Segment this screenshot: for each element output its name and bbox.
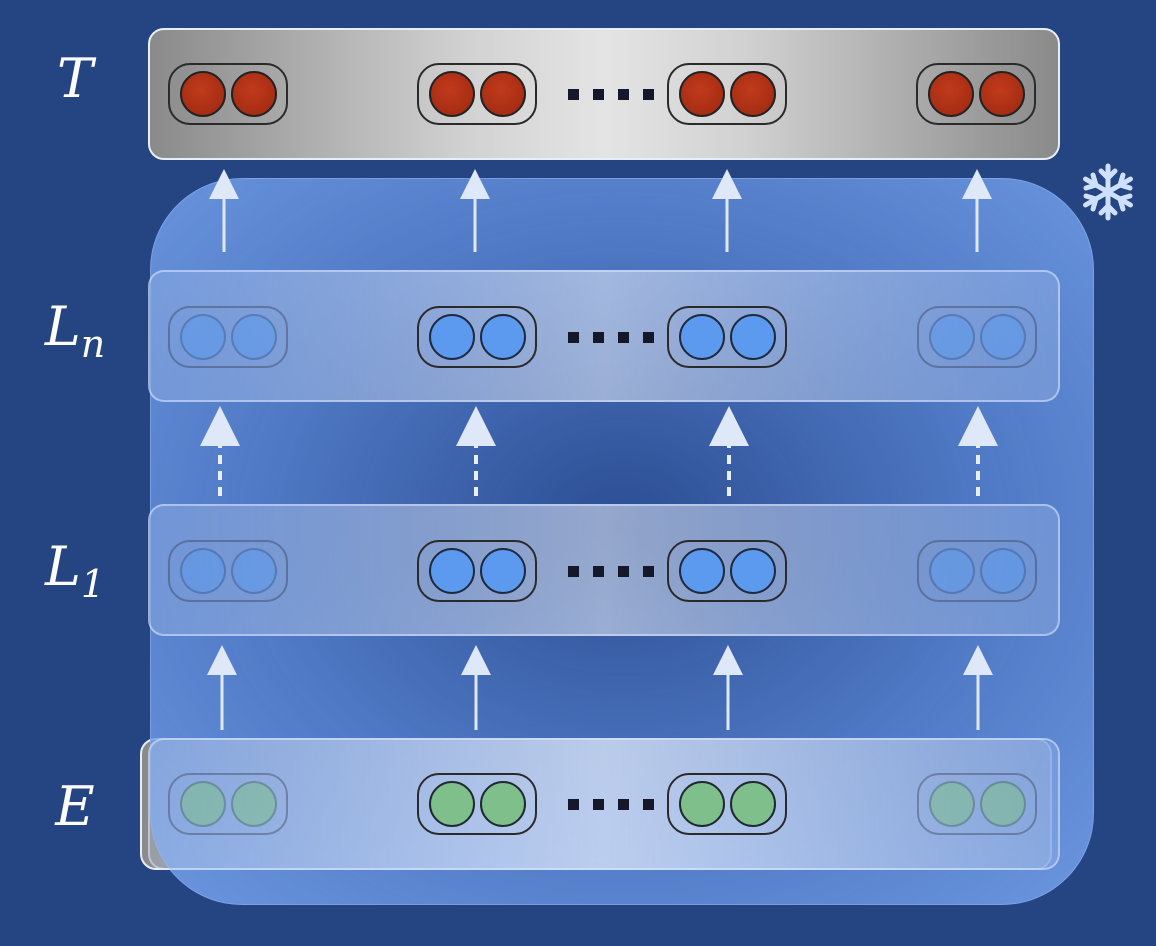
token-pair xyxy=(168,63,288,125)
ellipsis-dots xyxy=(568,566,654,577)
token-unit xyxy=(928,314,975,360)
token-unit xyxy=(230,314,277,360)
layer-e xyxy=(148,738,1060,870)
label-l1: L1 xyxy=(20,540,130,606)
label-e: E xyxy=(55,775,95,838)
token-unit xyxy=(230,548,277,594)
token-unit xyxy=(428,548,475,594)
token-pair xyxy=(667,306,787,368)
ellipsis-dots xyxy=(568,89,654,100)
token-unit xyxy=(428,781,475,827)
token-pair xyxy=(667,63,787,125)
token-unit xyxy=(428,314,475,360)
snowflake-icon xyxy=(1083,163,1133,221)
token-unit xyxy=(928,781,975,827)
token-pair xyxy=(667,773,787,835)
label-t: T xyxy=(56,47,94,110)
label-l1-sub: 1 xyxy=(80,562,106,606)
token-unit xyxy=(179,548,226,594)
token-pair xyxy=(917,773,1037,835)
frozen-layer-t xyxy=(148,28,1060,160)
token-unit xyxy=(479,71,526,117)
token-pair xyxy=(168,773,288,835)
label-ln: Ln xyxy=(20,300,130,366)
label-l1-base: L xyxy=(44,535,81,598)
token-unit xyxy=(729,548,776,594)
token-unit xyxy=(179,71,226,117)
token-pair xyxy=(168,540,288,602)
token-unit xyxy=(479,314,526,360)
token-pair xyxy=(916,63,1036,125)
ellipsis-dots xyxy=(568,332,654,343)
token-unit xyxy=(678,548,725,594)
layer-ln xyxy=(148,270,1060,402)
token-unit xyxy=(678,71,725,117)
token-unit xyxy=(729,71,776,117)
token-pair xyxy=(417,63,537,125)
token-unit xyxy=(979,314,1026,360)
label-ln-base: L xyxy=(44,295,81,358)
token-pair xyxy=(917,306,1037,368)
ellipsis-dots xyxy=(568,799,654,810)
token-unit xyxy=(678,314,725,360)
label-ln-sub: n xyxy=(80,322,106,366)
token-unit xyxy=(179,314,226,360)
token-unit xyxy=(978,71,1025,117)
token-pair xyxy=(667,540,787,602)
token-pair xyxy=(417,773,537,835)
token-pair xyxy=(917,540,1037,602)
token-unit xyxy=(428,71,475,117)
layer-l1 xyxy=(148,504,1060,636)
token-unit xyxy=(927,71,974,117)
token-unit xyxy=(729,314,776,360)
token-pair xyxy=(168,306,288,368)
token-unit xyxy=(479,781,526,827)
token-pair xyxy=(417,540,537,602)
token-unit xyxy=(928,548,975,594)
token-unit xyxy=(179,781,226,827)
token-unit xyxy=(230,781,277,827)
token-unit xyxy=(729,781,776,827)
token-unit xyxy=(979,781,1026,827)
token-unit xyxy=(979,548,1026,594)
token-unit xyxy=(479,548,526,594)
token-pair xyxy=(417,306,537,368)
token-unit xyxy=(230,71,277,117)
token-unit xyxy=(678,781,725,827)
